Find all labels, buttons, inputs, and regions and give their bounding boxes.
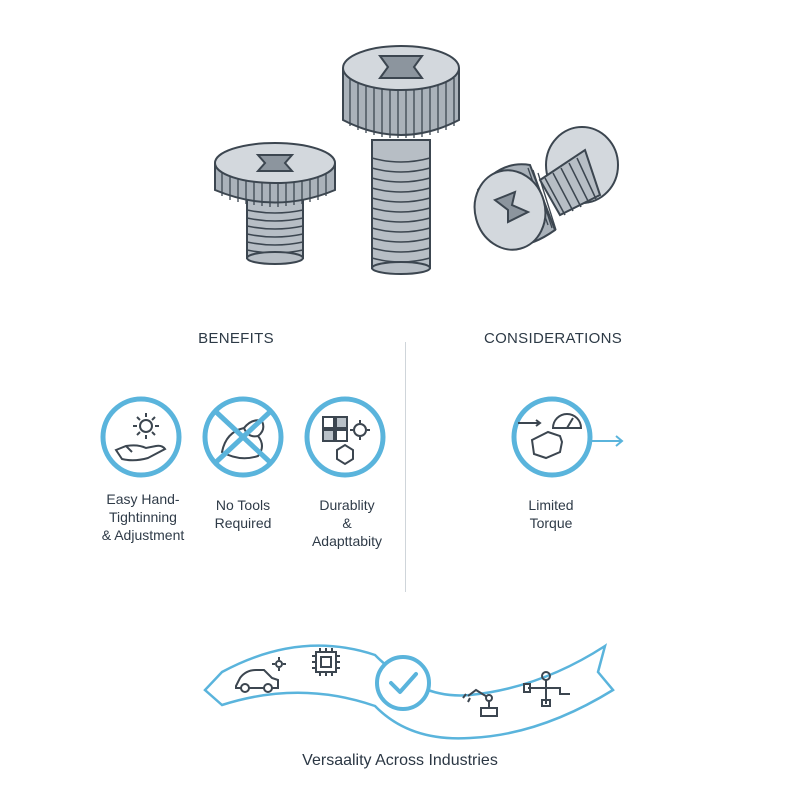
- angled-thumb-screw: [473, 126, 619, 251]
- pipe-valve-icon: [523, 671, 570, 707]
- section-divider: [405, 342, 406, 592]
- consideration-label: Limited Torque: [528, 497, 574, 531]
- hand-gear-icon: [100, 396, 182, 478]
- considerations-heading: CONSIDERATIONS: [483, 330, 623, 347]
- tall-thumb-screw: [342, 45, 460, 275]
- no-tools-icon: [202, 396, 284, 478]
- checkmark-icon: [375, 655, 431, 711]
- car-icon: [235, 657, 286, 693]
- chip-icon: [312, 648, 340, 676]
- durability-blocks-icon: [304, 396, 386, 478]
- industries-caption: Versaality Across Industries: [302, 752, 498, 769]
- torque-gauge-icon: [511, 396, 624, 478]
- small-thumb-screw: [214, 142, 336, 265]
- benefit-label: No Tools Required: [214, 497, 272, 531]
- robot-arm-icon: [462, 688, 498, 717]
- arrow-right-icon: [592, 435, 624, 447]
- benefit-label: Durablity & Adapttabity: [311, 497, 383, 549]
- benefits-heading: BENEFITS: [198, 330, 274, 347]
- benefit-label: Easy Hand- Tightinning & Adjustment: [101, 491, 185, 543]
